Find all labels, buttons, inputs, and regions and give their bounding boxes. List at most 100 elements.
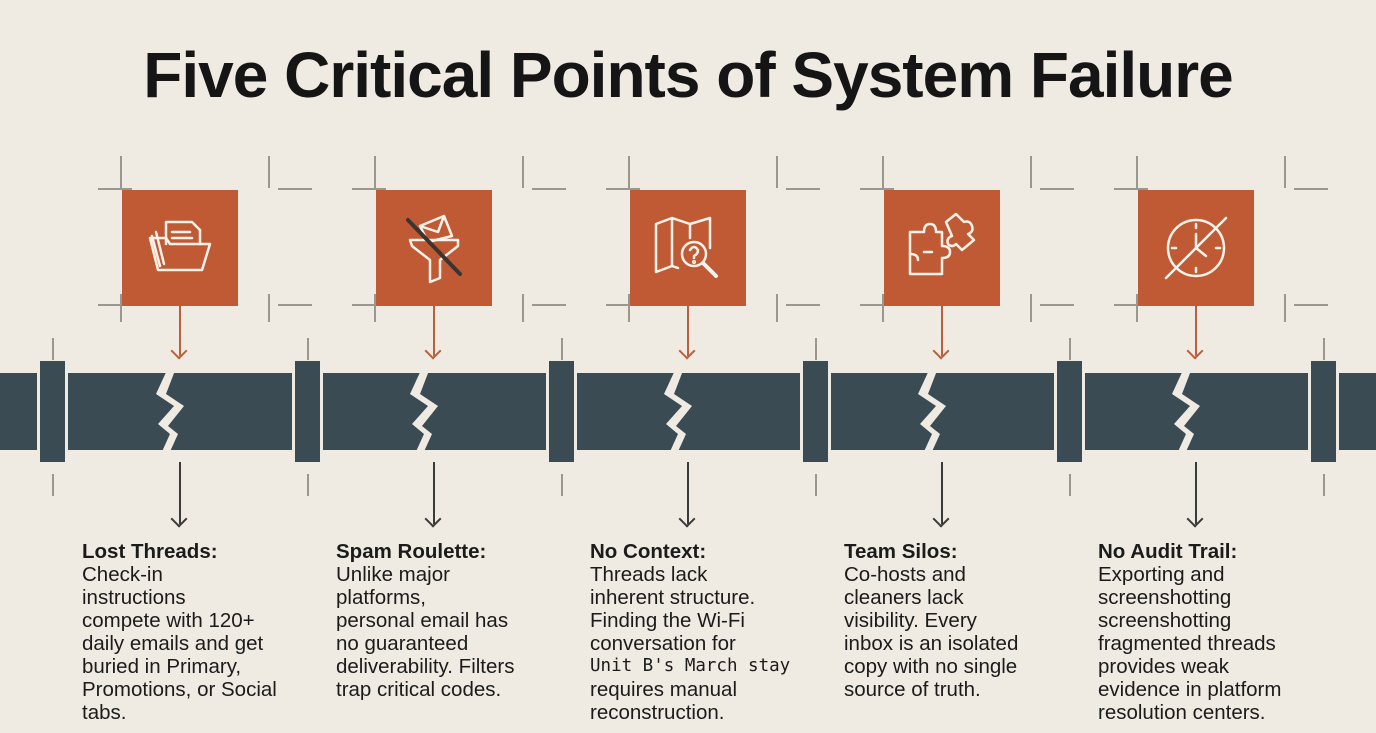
guide-tick: [1323, 474, 1325, 496]
crop-mark: [1284, 294, 1286, 322]
crop-mark: [1294, 188, 1328, 190]
crop-mark: [268, 294, 270, 322]
description-line: deliverability. Filters: [336, 655, 515, 678]
arrow-head: [1186, 342, 1204, 360]
description-line: Finding the Wi-Fi: [590, 609, 745, 632]
crop-mark: [522, 156, 524, 188]
description-line: tabs.: [82, 701, 127, 724]
arrow-head: [170, 342, 188, 360]
crop-mark: [882, 156, 884, 188]
crop-mark: [1040, 188, 1074, 190]
icon-box: [376, 190, 492, 306]
description-line: daily emails and get: [82, 632, 264, 655]
arrow-head: [678, 342, 696, 360]
arrow-down: [179, 306, 181, 356]
icon-box: [884, 190, 1000, 306]
crop-mark: [1136, 294, 1138, 322]
icon-box: [122, 190, 238, 306]
crop-mark: [1114, 304, 1148, 306]
description-line: inbox is an isolated: [844, 632, 1019, 655]
description-line: instructions: [82, 586, 186, 609]
arrow-down: [687, 306, 689, 356]
crop-mark: [860, 188, 894, 190]
description-line: requires manual: [590, 678, 737, 701]
map-search-question-icon: [654, 216, 718, 278]
pipeline-bar: [0, 373, 1376, 450]
crop-mark: [628, 156, 630, 188]
arrow-down: [1195, 462, 1197, 524]
pipe-coupling: [37, 361, 68, 462]
description-line: Unlike major: [336, 563, 450, 586]
description-line: compete with 120+: [82, 609, 255, 632]
description-line: Exporting and: [1098, 563, 1225, 586]
guide-tick: [815, 474, 817, 496]
crop-mark: [374, 156, 376, 188]
crop-mark: [860, 304, 894, 306]
arrow-head: [424, 510, 442, 528]
arrow-head: [932, 510, 950, 528]
crop-mark: [522, 294, 524, 322]
icon-box: [1138, 190, 1254, 306]
failure-heading: Spam Roulette:: [336, 540, 487, 563]
arrow-head: [678, 510, 696, 528]
description-line: copy with no single: [844, 655, 1018, 678]
guide-tick: [52, 474, 54, 496]
description-line: Check-in: [82, 563, 163, 586]
crop-mark: [532, 304, 566, 306]
arrow-down: [1195, 306, 1197, 356]
description-line: Co-hosts and: [844, 563, 966, 586]
guide-tick: [1069, 474, 1071, 496]
crop-mark: [278, 304, 312, 306]
icon-box: [630, 190, 746, 306]
crop-mark: [374, 294, 376, 322]
guide-tick: [52, 338, 54, 360]
description-line: Unit B's March stay: [590, 656, 791, 676]
description-line: provides weak: [1098, 655, 1230, 678]
crop-mark: [1136, 156, 1138, 188]
description-line: source of truth.: [844, 678, 981, 701]
failure-heading: Lost Threads:: [82, 540, 218, 563]
crop-mark: [776, 156, 778, 188]
crop-mark: [606, 304, 640, 306]
arrow-down: [433, 462, 435, 524]
description-line: evidence in platform: [1098, 678, 1282, 701]
pipe-coupling: [1054, 361, 1085, 462]
pipe-crack: [918, 368, 946, 456]
pipe-coupling: [546, 361, 577, 462]
pipe-coupling: [800, 361, 831, 462]
crop-mark: [1030, 156, 1032, 188]
guide-tick: [815, 338, 817, 360]
crop-mark: [786, 304, 820, 306]
crop-mark: [882, 294, 884, 322]
description-line: conversation for: [590, 632, 736, 655]
arrow-head: [1186, 510, 1204, 528]
description-line: reconstruction.: [590, 701, 725, 724]
guide-tick: [307, 474, 309, 496]
crop-mark: [98, 304, 132, 306]
clock-crossed-icon: [1164, 216, 1228, 280]
crop-mark: [532, 188, 566, 190]
pipe-coupling: [1308, 361, 1339, 462]
description-line: screenshotting: [1098, 609, 1232, 632]
description-line: fragmented threads: [1098, 632, 1276, 655]
description-line: no guaranteed: [336, 632, 469, 655]
crop-mark: [98, 188, 132, 190]
crop-mark: [776, 294, 778, 322]
email-filter-blocked-icon: [406, 214, 462, 284]
pipe-coupling: [292, 361, 323, 462]
description-line: trap critical codes.: [336, 678, 502, 701]
description-line: visibility. Every: [844, 609, 977, 632]
pipe-crack: [410, 368, 438, 456]
description-line: Threads lack: [590, 563, 708, 586]
crop-mark: [120, 156, 122, 188]
description-line: buried in Primary,: [82, 655, 242, 678]
arrow-down: [941, 306, 943, 356]
